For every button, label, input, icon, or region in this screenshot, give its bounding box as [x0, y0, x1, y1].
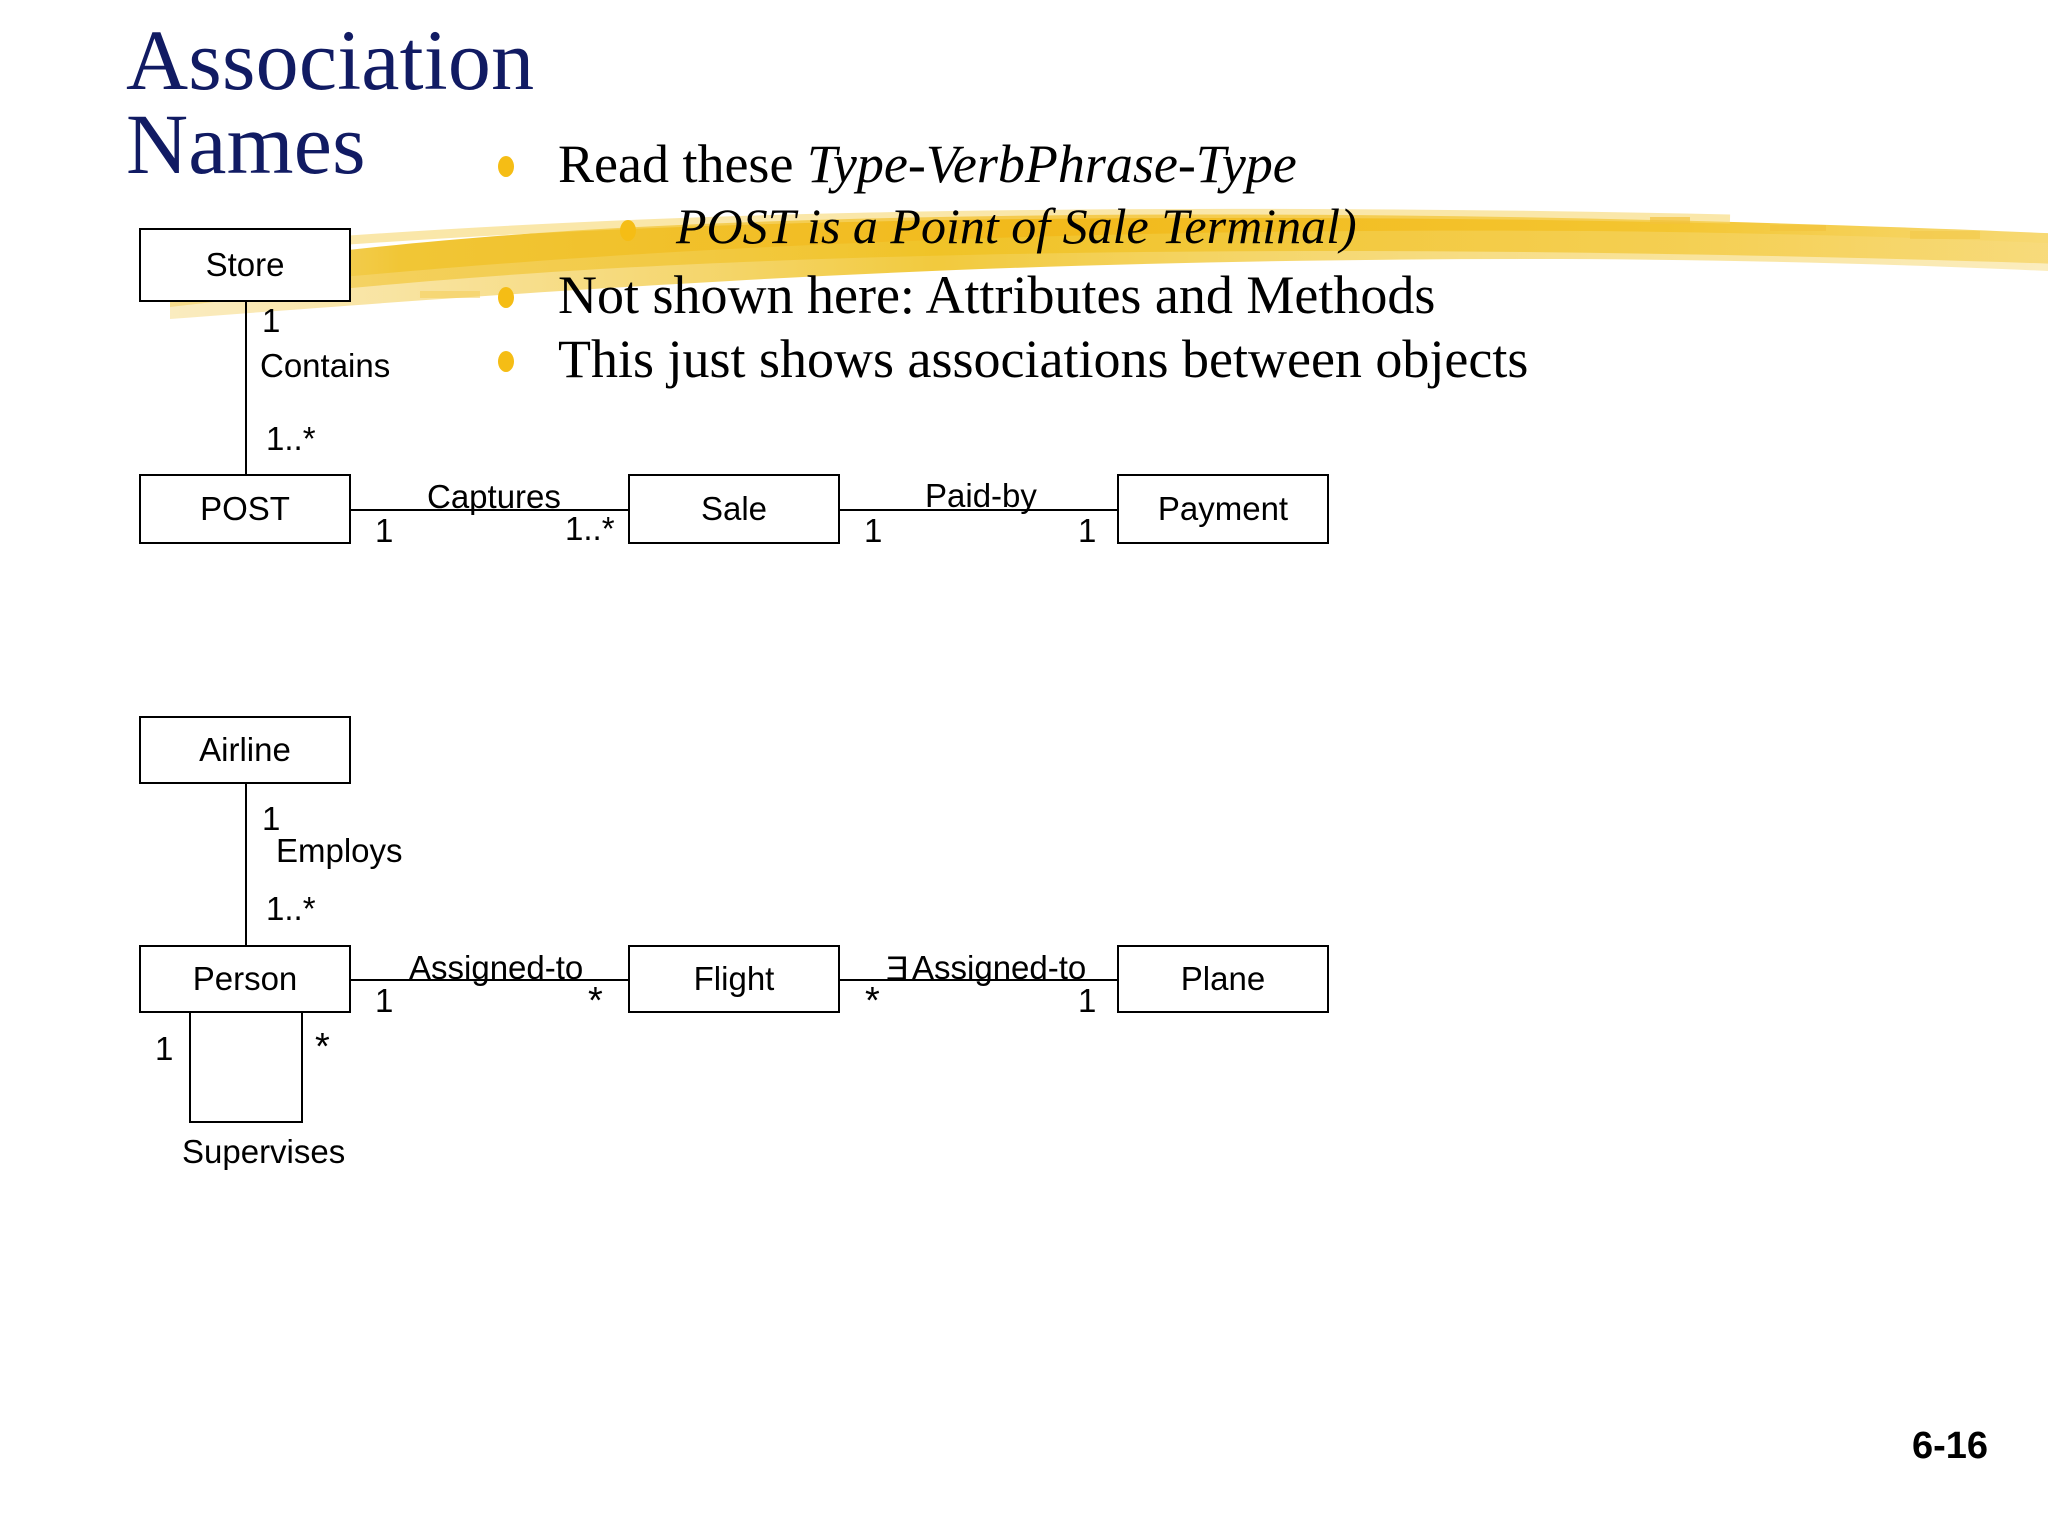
assoc-line-captures — [351, 509, 628, 511]
uml-class-plane-label: Plane — [1180, 960, 1266, 997]
assoc-label-employs: Employs — [276, 832, 403, 869]
uml-class-plane[interactable]: Plane — [1117, 945, 1329, 1013]
assoc-label-supervises: Supervises — [182, 1133, 346, 1170]
mult-employs-person: 1..* — [266, 890, 316, 927]
bullet-text-2: POST is a Point of Sale Terminal) — [676, 198, 1357, 254]
bullet-item-1: Read these Type-VerbPhrase-Type — [498, 136, 1297, 193]
uml-class-sale-label: Sale — [700, 490, 768, 527]
uml-class-sale[interactable]: Sale — [628, 474, 840, 544]
mult-supervises-left: 1 — [155, 1030, 174, 1067]
uml-class-store-label: Store — [205, 246, 285, 283]
assoc-line-supervises-left — [189, 1013, 191, 1121]
mult-paid-by-sale: 1 — [864, 512, 883, 549]
assoc-line-contains — [245, 302, 247, 474]
bullet-dot-icon — [498, 156, 514, 177]
assoc-label-assigned-to-flight: Assigned-to — [409, 949, 584, 986]
mult-supervises-right: * — [315, 1026, 330, 1068]
assoc-line-assigned-to-plane — [840, 979, 1117, 981]
uml-class-payment-label: Payment — [1157, 490, 1289, 527]
bullet-dot-icon — [620, 220, 636, 241]
mult-assigned-flight-flight: * — [588, 980, 603, 1022]
mult-assigned-plane-plane: 1 — [1078, 982, 1097, 1019]
mult-assigned-flight-person: 1 — [375, 982, 394, 1019]
uml-class-post-label: POST — [200, 490, 290, 527]
uml-class-flight[interactable]: Flight — [628, 945, 840, 1013]
mult-captures-post: 1 — [375, 512, 394, 549]
uml-class-store[interactable]: Store — [139, 228, 351, 302]
uml-class-post[interactable]: POST — [139, 474, 351, 544]
mult-captures-sale: 1..* — [565, 510, 615, 547]
uml-class-airline-label: Airline — [199, 731, 291, 768]
bullet-text-4: This just shows associations between obj… — [558, 329, 1529, 389]
assoc-line-paid-by — [840, 509, 1117, 511]
mult-contains-store: 1 — [262, 302, 281, 339]
bullet-dot-icon — [498, 287, 514, 308]
assoc-line-assigned-to-flight — [351, 979, 628, 981]
assoc-line-supervises-right — [301, 1013, 303, 1123]
page-number: 6-16 — [1911, 1425, 1988, 1467]
assoc-label-assigned-to-plane: Assigned-to — [912, 949, 1087, 986]
mult-contains-post: 1..* — [266, 420, 316, 457]
mult-assigned-plane-flight: * — [865, 980, 880, 1022]
bullet-emphasis-1: Type-VerbPhrase-Type — [806, 134, 1297, 194]
bullet-item-3: Not shown here: Attributes and Methods — [498, 267, 1435, 324]
bullet-dot-icon — [498, 351, 514, 372]
assoc-label-paid-by: Paid-by — [925, 477, 1037, 514]
bullet-item-2: POST is a Point of Sale Terminal) — [620, 200, 1357, 253]
mult-employs-airline: 1 — [262, 800, 281, 837]
uml-class-payment[interactable]: Payment — [1117, 474, 1329, 544]
uml-class-person[interactable]: Person — [139, 945, 351, 1013]
page-title: Association Names — [126, 12, 535, 193]
bullet-text-1: Read these Type-VerbPhrase-Type — [558, 134, 1297, 194]
bullet-item-4: This just shows associations between obj… — [498, 331, 1528, 388]
navigability-marker-icon: Ǝ — [886, 950, 909, 988]
assoc-label-contains: Contains — [260, 347, 391, 384]
bullet-text-3: Not shown here: Attributes and Methods — [558, 265, 1436, 325]
mult-paid-by-payment: 1 — [1078, 512, 1097, 549]
uml-class-person-label: Person — [192, 960, 298, 997]
uml-class-airline[interactable]: Airline — [139, 716, 351, 784]
assoc-line-supervises-bottom — [189, 1121, 301, 1123]
assoc-line-employs — [245, 784, 247, 945]
uml-class-flight-label: Flight — [693, 960, 775, 997]
assoc-label-captures: Captures — [427, 478, 561, 515]
